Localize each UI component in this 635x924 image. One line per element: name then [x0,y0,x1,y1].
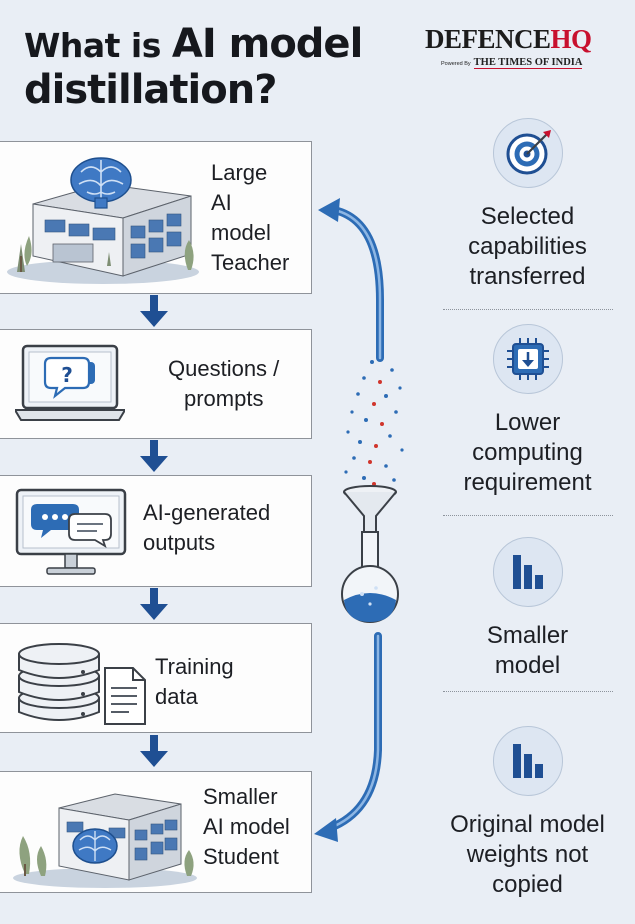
teacher-building-icon [7,157,199,284]
bar-chart-icon [512,555,543,589]
database-document-icon [18,643,146,725]
benefit-text-line: copied [492,871,563,898]
benefit-text-line: model [494,652,561,679]
brand-name: DEFENCE [425,24,551,54]
step-label-training-data: Training data [155,654,234,709]
benefit-text-line: Selected [480,203,575,230]
title-emphasis: AI model [171,21,363,67]
curved-arrow-down [314,632,382,842]
svg-text:?: ? [61,363,73,387]
monitor-chat-icon [15,488,127,575]
benefit-computing: Lower computing requirement [425,324,630,498]
step-card-training-data: Training data [0,623,312,733]
benefit-divider [443,515,613,516]
down-arrow-4 [140,735,168,767]
step-card-prompts: ? Questions / prompts [0,329,312,439]
title-prefix: What is [24,26,172,65]
chip-icon [506,338,549,380]
curved-arrow-up [318,198,384,362]
laptop-question-icon: ? [15,344,125,421]
down-arrow-2 [140,440,168,472]
benefit-capabilities: Selected capabilities transferred [425,118,630,292]
step-card-outputs: AI-generated outputs [0,475,312,587]
benefit-divider [443,309,613,310]
benefit-text-line: weights not [466,841,589,868]
step-card-student: Smaller AI model Student [0,771,312,893]
flask-icon [341,531,399,623]
benefit-divider [443,691,613,692]
step-card-teacher: Large AI model Teacher [0,141,312,294]
step-label-outputs: AI-generated outputs [143,500,271,555]
benefit-text-line: capabilities [468,233,587,260]
brand-powered: Powered By [441,61,471,67]
target-icon [506,130,551,175]
brand-partner: THE TIMES OF INDIA [473,57,583,69]
step-label-student: Smaller AI model Student [203,784,290,869]
benefit-weights-not-copied: Original model weights not copied [425,726,630,900]
benefit-text-line: transferred [469,263,586,290]
distillation-flow-graphic [314,198,404,842]
benefit-text-line: computing [472,439,583,466]
benefit-text-line: Lower [494,409,561,436]
funnel-icon [343,485,397,533]
down-arrow-1 [140,295,168,327]
down-arrow-3 [140,588,168,620]
benefit-smaller-model: Smaller model [425,537,630,681]
bar-chart-icon [512,744,543,778]
benefit-text-line: Original model [450,811,605,838]
benefit-text-line: requirement [463,469,592,496]
brand-accent: HQ [550,24,593,54]
benefit-text-line: Smaller [486,622,569,649]
particle-stream [344,360,404,486]
step-label-prompts: Questions / prompts [168,356,280,411]
title-line-2: distillation? [24,67,277,113]
page-title: What is AI model distillation? [24,22,424,112]
student-building-icon [13,793,197,888]
step-label-teacher: Large AI model Teacher [211,160,290,275]
